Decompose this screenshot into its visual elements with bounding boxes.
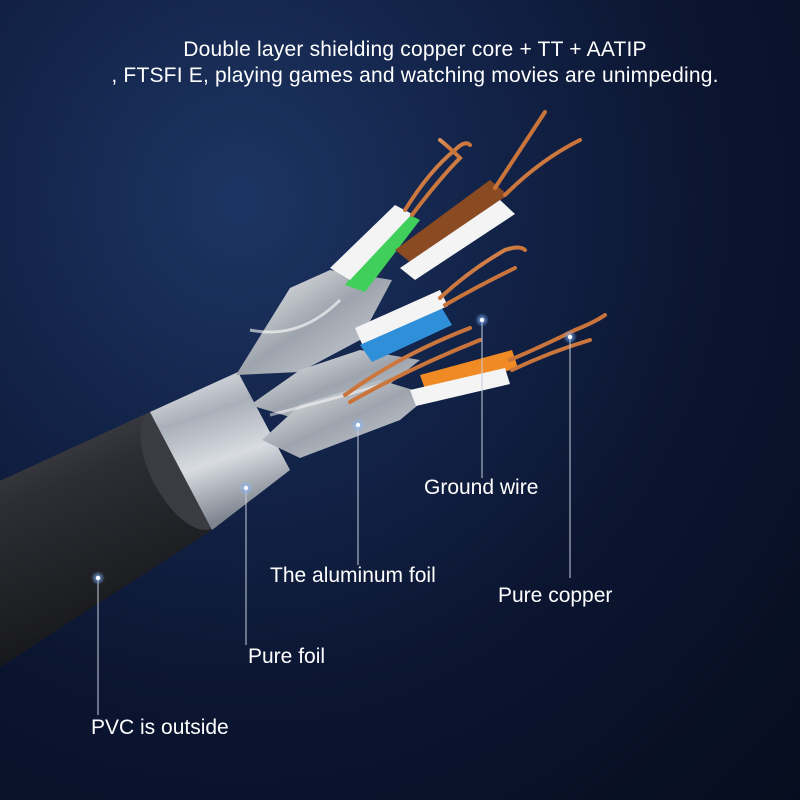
pure-foil-layer [150,372,290,530]
headline-line-2: , FTSFI E, playing games and watching mo… [111,64,719,87]
white-wire-top [330,205,412,280]
label-aluminum-foil: The aluminum foil [270,564,436,587]
shield-pair-top [236,270,392,375]
label-ground-wire: Ground wire [424,476,539,499]
white-wire-blue [355,290,448,344]
copper-strands [343,110,607,404]
callout-dots [91,313,577,585]
headline-line-1: Double layer shielding copper core + TT … [183,38,647,61]
shield-pair-bottom [262,380,430,458]
white-wire-brown [400,200,515,280]
orange-wire [420,350,518,392]
leader-lines [97,320,571,715]
blue-wire [360,305,452,362]
label-pure-foil: Pure foil [248,645,326,668]
shield-pair-mid [250,350,420,420]
brown-wire [395,180,508,262]
label-pvc-outside: PVC is outside [91,716,229,739]
green-wire [345,210,420,292]
label-pure-copper: Pure copper [498,584,613,607]
white-wire-orange [410,368,510,406]
